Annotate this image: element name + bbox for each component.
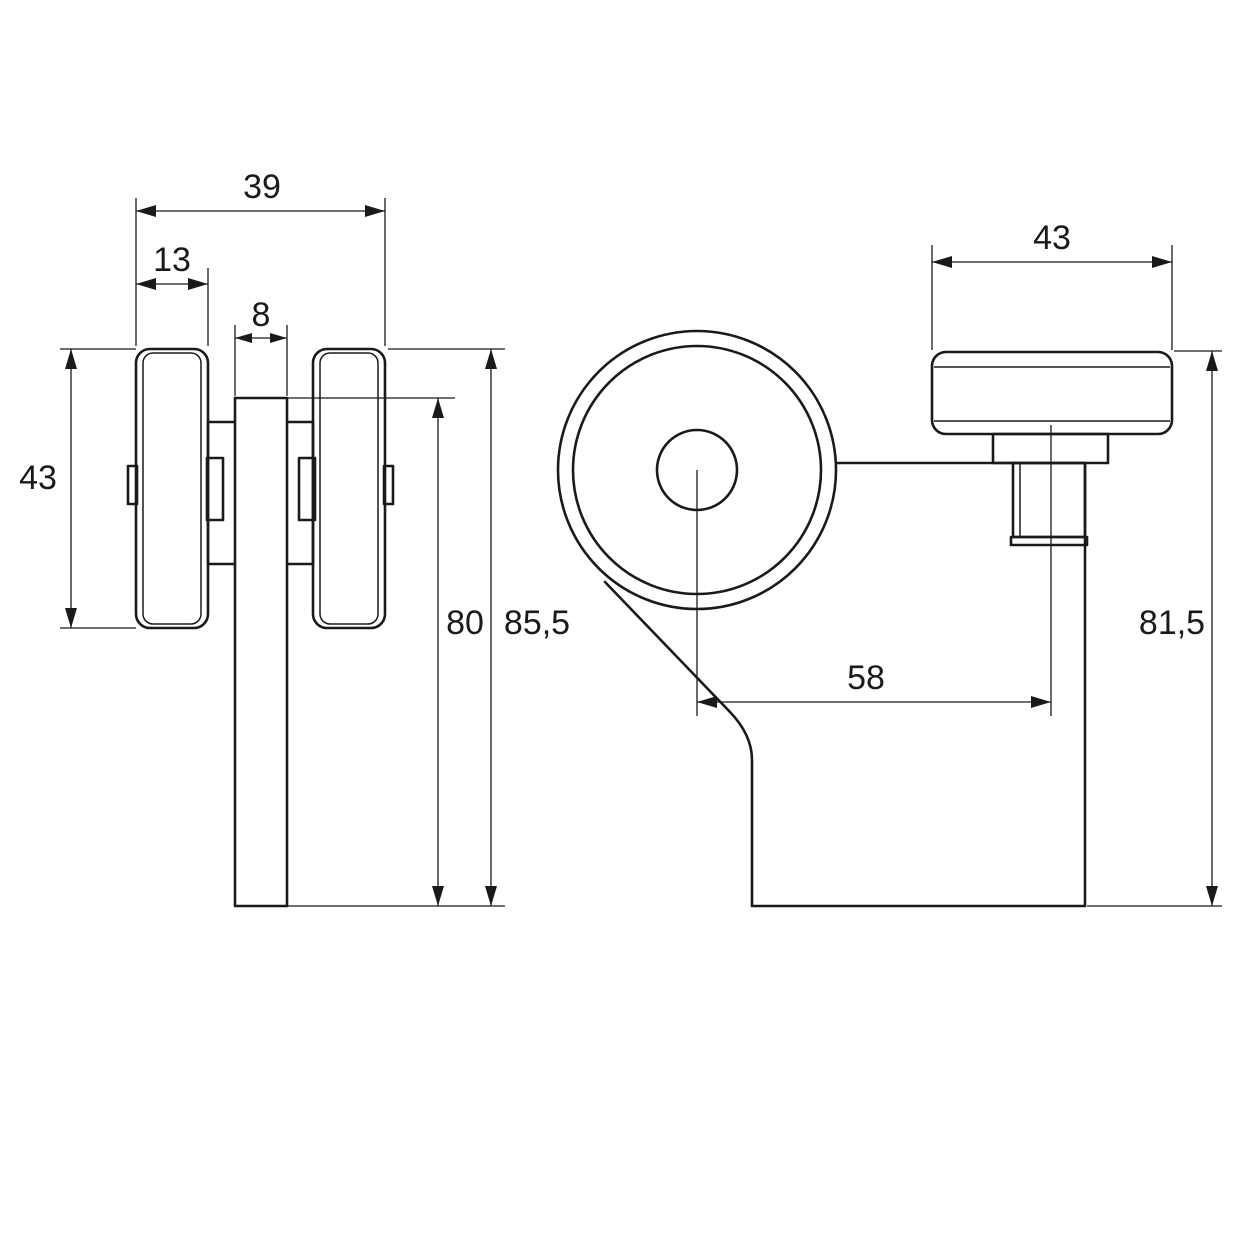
spindle-washer xyxy=(1009,535,1089,547)
dim-roller-diameter: 43 xyxy=(1033,219,1071,257)
dim-offset: 58 xyxy=(847,659,885,697)
right-wheel xyxy=(311,347,387,630)
dim-wheel-width: 13 xyxy=(153,241,191,279)
dim-front-wheel-diameter: 43 xyxy=(19,459,57,497)
dim-overall-width: 39 xyxy=(243,168,281,206)
side-bracket xyxy=(603,461,1087,908)
left-wheel-tread xyxy=(142,352,202,625)
side-view xyxy=(556,329,1174,908)
right-inner-nut xyxy=(297,456,317,522)
left-outer-nut xyxy=(126,464,139,506)
left-wheel xyxy=(134,347,210,630)
spindle xyxy=(1011,461,1087,539)
bracket-plate xyxy=(233,396,289,908)
right-wheel-tread xyxy=(319,352,379,625)
side-view-dimensions: 43 58 81,5 xyxy=(696,219,1222,907)
right-outer-nut xyxy=(382,464,395,506)
left-inner-nut xyxy=(205,456,225,522)
dim-side-overall-height: 81,5 xyxy=(1139,604,1205,642)
front-view xyxy=(126,347,395,908)
dim-bracket-thickness: 8 xyxy=(252,296,271,334)
front-view-dimensions: 39 13 8 43 80 85,5 xyxy=(19,168,570,907)
dim-front-overall-height: 85,5 xyxy=(504,604,570,642)
dim-bracket-height: 80 xyxy=(446,604,484,642)
